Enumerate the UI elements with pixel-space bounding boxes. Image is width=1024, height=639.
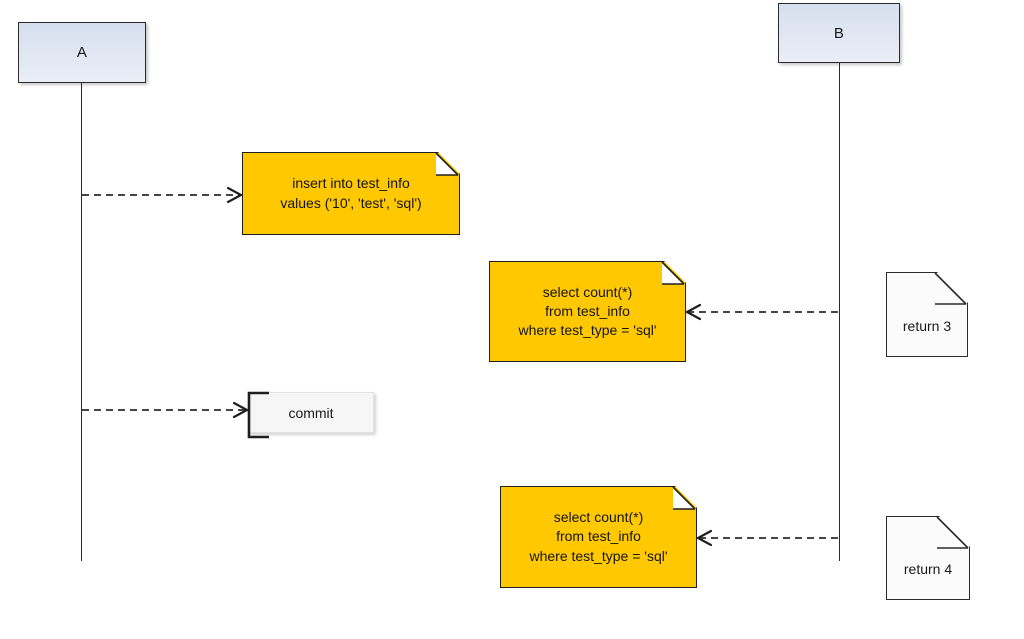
message-arrow-insert[interactable] — [82, 184, 244, 206]
note-select-statement-first[interactable]: select count(*) from test_info where tes… — [489, 261, 686, 362]
lifeline-label-b: B — [833, 24, 845, 42]
folded-corner-icon — [934, 272, 968, 306]
note-commit-label: commit — [288, 404, 334, 421]
folded-corner-icon — [435, 152, 460, 177]
message-arrow-select-second[interactable] — [695, 527, 838, 549]
note-text-line: from test_info — [545, 302, 630, 319]
folded-corner-icon — [661, 261, 686, 286]
message-arrow-commit[interactable] — [82, 399, 250, 421]
note-text-line: where test_type = 'sql' — [518, 322, 657, 339]
note-insert-statement[interactable]: insert into test_info values ('10', 'tes… — [242, 152, 460, 235]
note-return-4-label: return 4 — [903, 561, 953, 577]
note-text-line: select count(*) — [553, 509, 644, 526]
note-text-line: values ('10', 'test', 'sql') — [280, 194, 422, 211]
note-return-3-label: return 3 — [902, 318, 952, 334]
note-select-statement-second[interactable]: select count(*) from test_info where tes… — [500, 486, 697, 588]
message-arrow-select-first[interactable] — [684, 301, 838, 323]
lifeline-line-a — [81, 83, 82, 561]
note-commit[interactable]: commit — [247, 391, 374, 439]
folded-corner-icon — [672, 486, 697, 511]
note-text-line: from test_info — [556, 528, 641, 545]
note-text-line: where test_type = 'sql' — [529, 547, 668, 564]
note-text-line: insert into test_info — [292, 175, 410, 192]
folded-corner-icon — [936, 516, 970, 550]
bracket-icon — [247, 391, 269, 439]
lifeline-line-b — [839, 63, 840, 561]
note-return-4[interactable]: return 4 — [886, 516, 970, 600]
note-text-line: select count(*) — [542, 283, 633, 300]
lifeline-label-a: A — [76, 44, 88, 61]
note-return-3[interactable]: return 3 — [886, 272, 968, 357]
lifeline-head-b[interactable]: B — [778, 3, 900, 63]
lifeline-head-a[interactable]: A — [18, 22, 146, 83]
